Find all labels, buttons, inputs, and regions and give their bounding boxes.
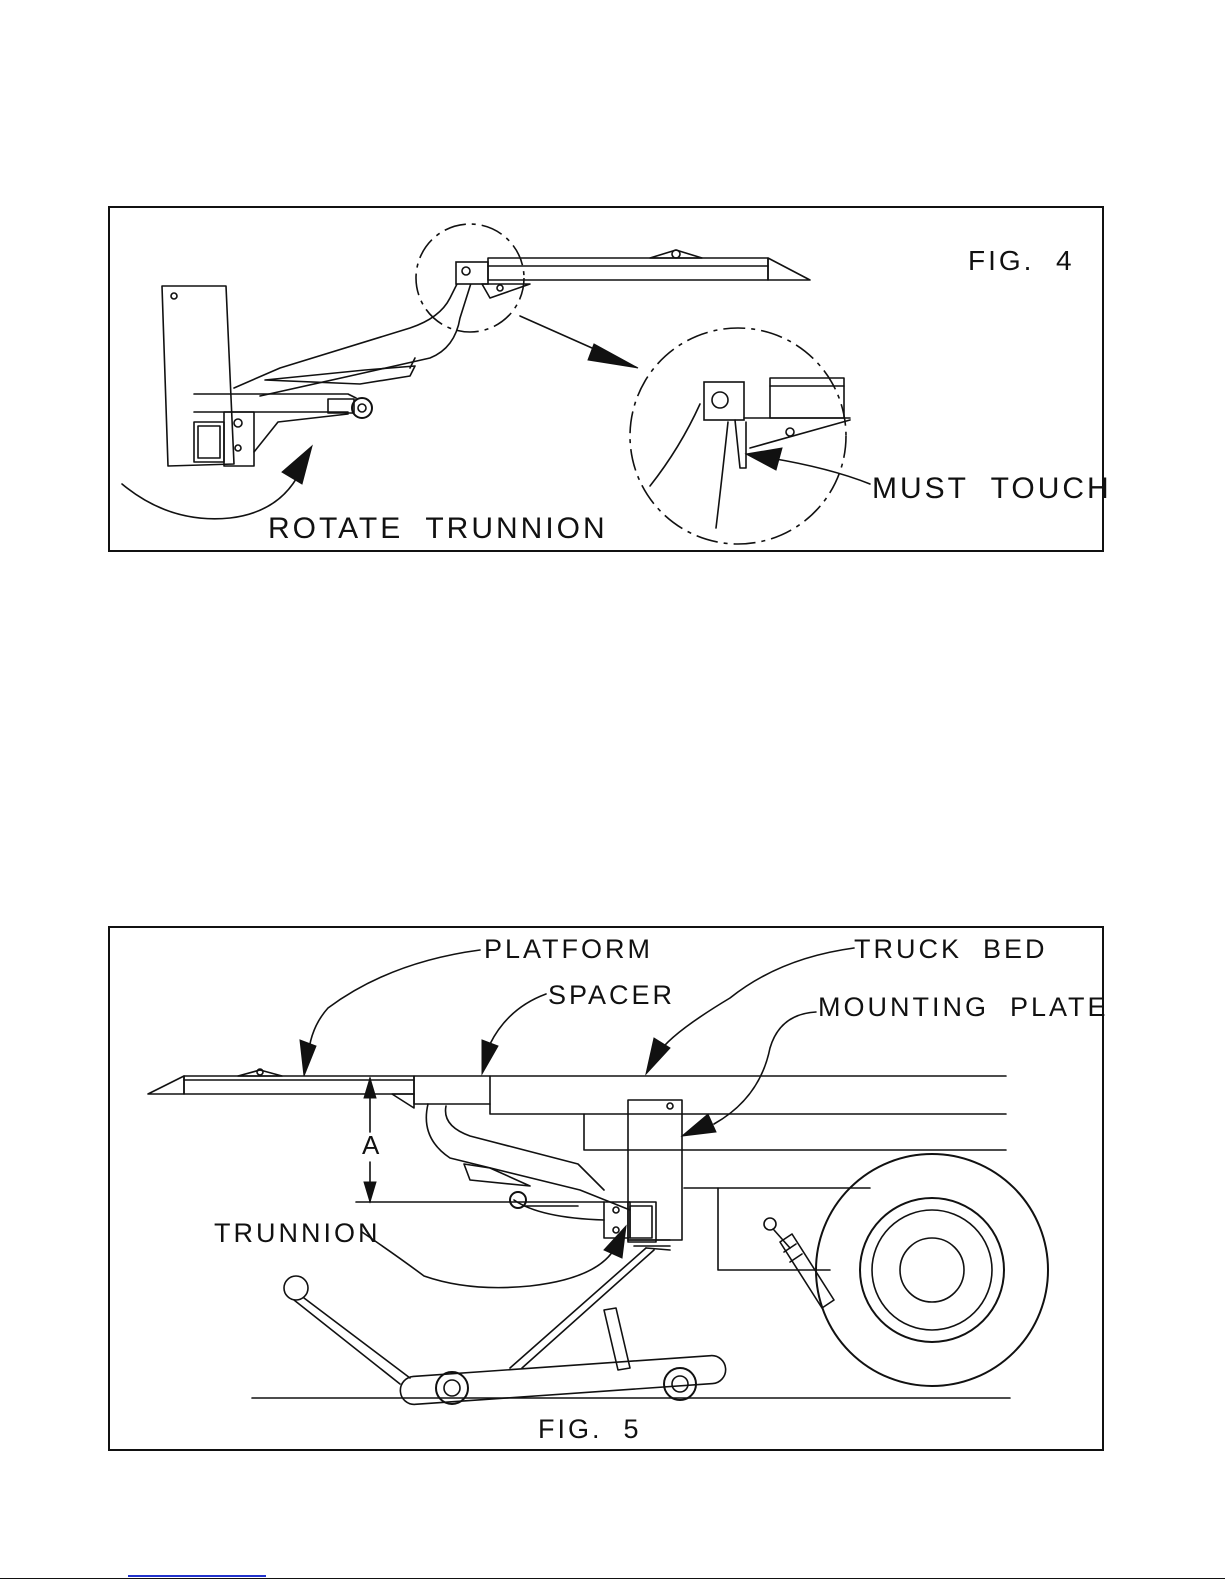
fig-4-title: FIG. 4: [968, 245, 1075, 276]
detail-arrow-head: [588, 344, 638, 368]
label-trunnion: TRUNNION: [214, 1218, 381, 1248]
spacer: [414, 1076, 490, 1104]
figure-4-drawing: FIG. 4 MUST TOUCH ROTATE TRUNNION: [110, 208, 1106, 554]
bent-tube: [234, 268, 472, 396]
label-dimension-a: A: [362, 1130, 382, 1160]
label-rotate-trunnion: ROTATE TRUNNION: [268, 512, 608, 545]
figure-5-drawing: PLATFORM TRUCK BED SPACER MOUNTING PLATE…: [110, 928, 1106, 1453]
truck-bed: [490, 1076, 1006, 1270]
platform: [456, 250, 810, 298]
label-mounting-plate: MOUNTING PLATE: [818, 992, 1109, 1022]
truck-wheel: [816, 1154, 1048, 1386]
figure-4-panel: FIG. 4 MUST TOUCH ROTATE TRUNNION: [108, 206, 1104, 552]
trunnion-plate: [162, 286, 254, 466]
footer-link-underline[interactable]: [128, 1575, 266, 1577]
floor-jack: [284, 1248, 727, 1405]
detail-circle-large: [630, 328, 846, 544]
label-platform: PLATFORM: [484, 934, 653, 964]
fig-5-title: FIG. 5: [538, 1414, 642, 1444]
platform: [148, 1069, 414, 1108]
figure-5-panel: PLATFORM TRUCK BED SPACER MOUNTING PLATE…: [108, 926, 1104, 1451]
footer-rule: [0, 1578, 1225, 1579]
mounting-plate: [604, 1100, 682, 1246]
label-truck-bed: TRUCK BED: [854, 934, 1048, 964]
label-spacer: SPACER: [548, 980, 675, 1010]
label-must-touch: MUST TOUCH: [872, 472, 1112, 505]
dimension-a: [356, 1078, 604, 1202]
